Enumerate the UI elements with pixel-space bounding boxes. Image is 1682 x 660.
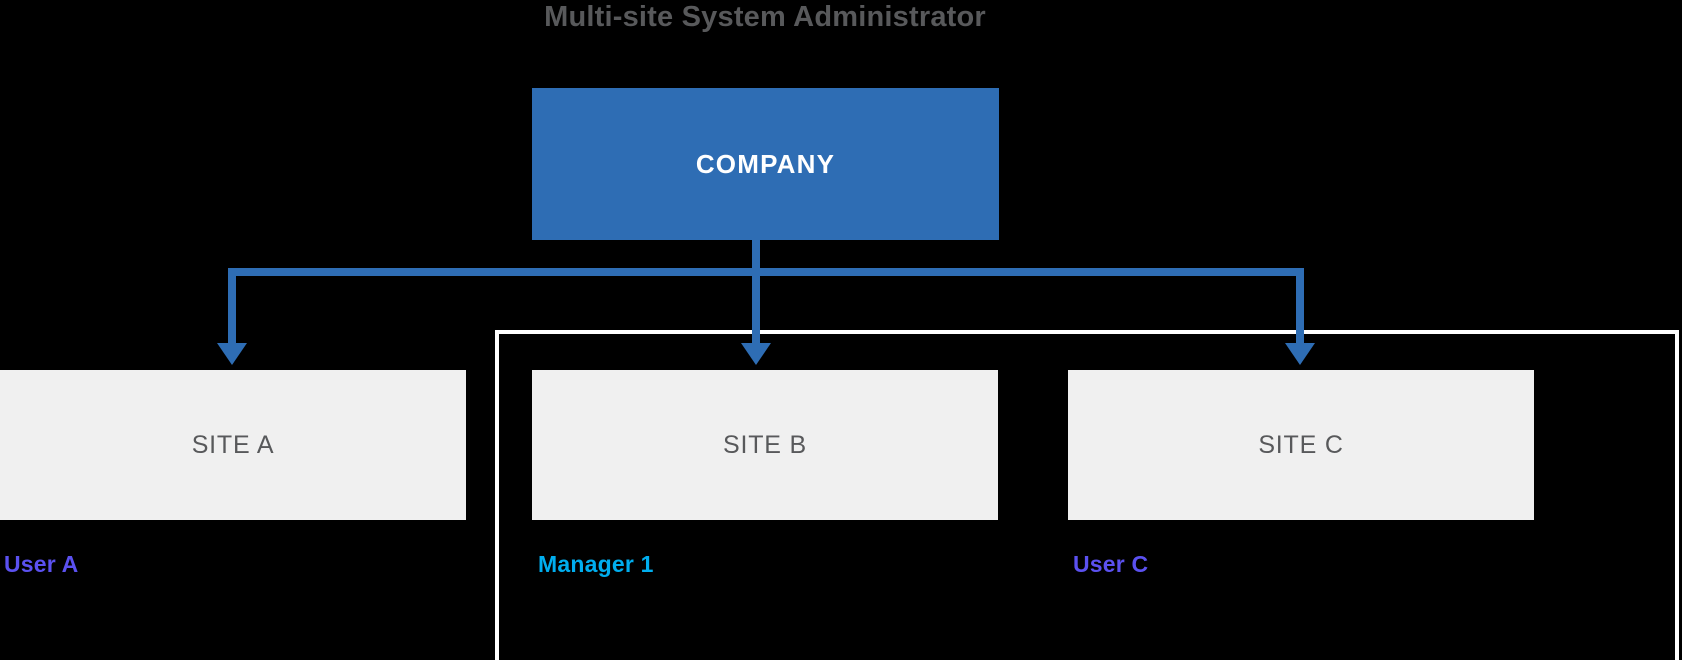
role-label-site-b: Manager 1 [538,551,654,577]
node-company[interactable]: COMPANY [532,88,999,240]
role-label-site-c: User C [1073,551,1149,577]
connector-stem [752,240,760,276]
role-label-site-a: User A [4,551,79,577]
arrow-head-site-b-icon [741,343,771,365]
node-site-b-label: SITE B [723,430,807,459]
node-site-b[interactable]: SITE B [532,370,998,520]
arrow-head-site-a-icon [217,343,247,365]
node-site-c-label: SITE C [1258,430,1344,459]
connector-drop-site-a [228,268,236,345]
arrow-head-site-c-icon [1285,343,1315,365]
node-site-a[interactable]: SITE A [0,370,466,520]
connector-drop-site-c [1296,268,1304,345]
node-site-a-label: SITE A [191,430,275,459]
page-title: Multi-site System Administrator [544,1,986,33]
node-company-label: COMPANY [695,148,836,179]
connector-bus [228,268,1304,276]
site-group-outline [495,330,1679,660]
node-site-c[interactable]: SITE C [1068,370,1534,520]
connector-drop-site-b [752,268,760,345]
